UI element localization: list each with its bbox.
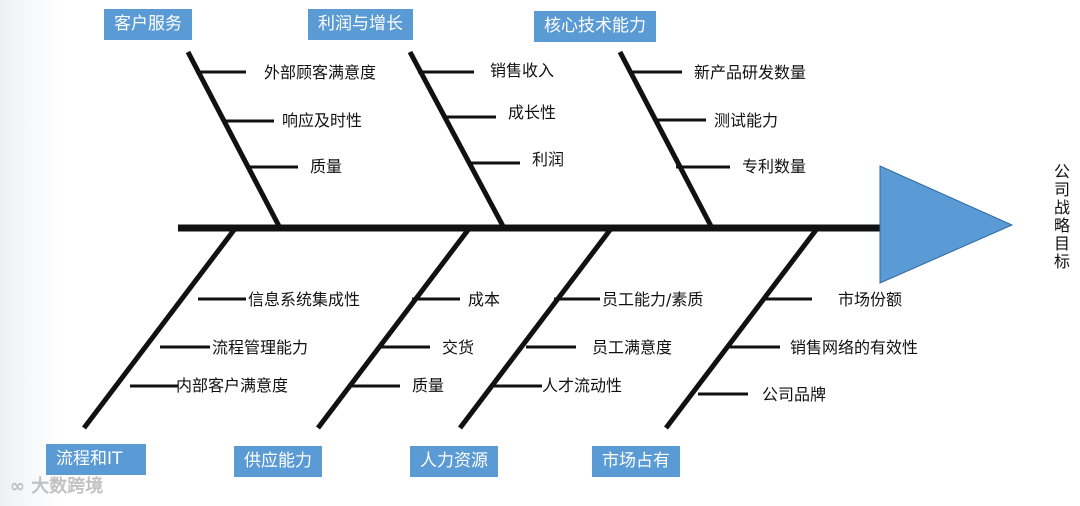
category-profit-growth: 利润与增长 bbox=[308, 9, 413, 40]
watermark-text: 大数跨境 bbox=[31, 476, 104, 497]
cause-label: 利润 bbox=[532, 150, 565, 169]
goal-label: 公司战略目标 bbox=[1053, 162, 1070, 271]
fish-head bbox=[879, 165, 1014, 284]
cause-label: 交货 bbox=[442, 338, 475, 357]
watermark-logo-icon: ∞ bbox=[10, 476, 25, 497]
bone-bottom-2 bbox=[316, 228, 470, 430]
cause-label: 人才流动性 bbox=[542, 376, 623, 395]
cause-label: 成本 bbox=[468, 290, 501, 309]
category-hr: 人力资源 bbox=[410, 446, 498, 477]
bone-bottom-4 bbox=[664, 228, 818, 430]
cause-label: 响应及时性 bbox=[282, 111, 363, 130]
cause-label: 市场份额 bbox=[838, 290, 903, 309]
category-market-share: 市场占有 bbox=[592, 446, 680, 477]
category-supply: 供应能力 bbox=[234, 446, 322, 477]
watermark: ∞ 大数跨境 bbox=[10, 472, 103, 498]
bone-top-1 bbox=[185, 50, 283, 230]
background-fade bbox=[0, 0, 60, 506]
bone-top-3 bbox=[617, 50, 715, 230]
cause-label: 质量 bbox=[412, 376, 445, 395]
cause-label: 流程管理能力 bbox=[212, 338, 309, 357]
cause-label: 新产品研发数量 bbox=[694, 63, 807, 82]
category-core-tech: 核心技术能力 bbox=[534, 11, 656, 42]
cause-label: 公司品牌 bbox=[762, 385, 827, 404]
cause-label: 员工能力/素质 bbox=[602, 290, 704, 309]
cause-label: 成长性 bbox=[508, 103, 557, 122]
cause-label: 销售收入 bbox=[490, 61, 555, 80]
cause-label: 质量 bbox=[310, 157, 343, 176]
bone-bottom-3 bbox=[458, 228, 612, 430]
cause-label: 销售网络的有效性 bbox=[790, 338, 919, 357]
cause-label: 外部顾客满意度 bbox=[264, 63, 377, 82]
cause-label: 测试能力 bbox=[714, 111, 779, 130]
cause-label: 员工满意度 bbox=[592, 338, 673, 357]
cause-label: 内部客户满意度 bbox=[176, 376, 289, 395]
category-customer-service: 客户服务 bbox=[104, 9, 192, 40]
category-process-it: 流程和IT bbox=[46, 444, 146, 475]
cause-label: 专利数量 bbox=[742, 157, 807, 176]
bone-bottom-1 bbox=[82, 228, 236, 430]
bone-top-2 bbox=[407, 50, 507, 230]
cause-label: 信息系统集成性 bbox=[248, 290, 361, 309]
